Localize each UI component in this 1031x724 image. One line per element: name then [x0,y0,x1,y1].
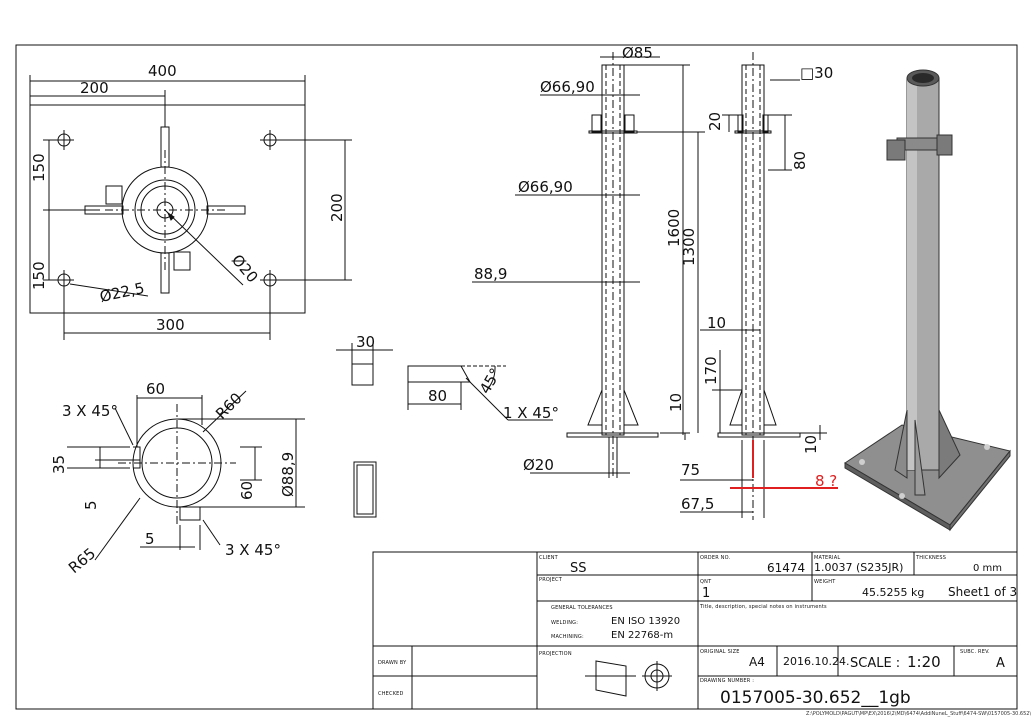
dim-section-chamfer-top: 3 X 45° [62,402,118,420]
tb-machining-value: EN 22768-m [611,630,673,641]
gusset-detail [336,343,553,518]
tb-thickness-label: THICKNESS [915,555,946,561]
tb-subc-rev-value: A [996,656,1005,671]
dim-side-10-left: 10 [667,393,685,412]
tb-checked-label: CHECKED [378,691,404,697]
dim-section-60: 60 [146,380,165,398]
dim-front-85: Ø85 [622,44,653,62]
dim-section-r60: R60 [212,389,246,423]
dim-front-889: 88,9 [474,265,507,283]
dim-front-6690-b: Ø66,90 [518,178,573,196]
dim-side-20: 20 [706,112,724,131]
side-view [680,52,827,520]
tb-order-label: ORDER NO. [700,555,731,561]
dim-300: 300 [156,316,185,334]
dim-side-75: 75 [681,461,700,479]
dim-400: 400 [148,62,177,80]
tb-original-size-value: A4 [749,655,765,669]
tb-weight-label: WEIGHT [814,579,836,585]
tb-material-value: 1.0037 (S235JR) [814,561,903,574]
file-path: Z:\POLYMOLD\PAGUT\MP\EX\2016\2\MD\6474\A… [806,711,1031,717]
dim-section-chamfer-bottom: 3 X 45° [225,541,281,559]
dim-hole: Ø22,5 [98,279,146,306]
dim-side-10-top: 10 [707,314,726,332]
tb-subc-rev-label: SUBC. REV. [960,649,990,655]
tb-welding-value: EN ISO 13920 [611,616,680,627]
dim-section-5-left: 5 [82,500,100,510]
tb-project-label: PROJECT [539,577,563,583]
isometric-view [844,69,1011,532]
dim-side-10-right: 10 [802,435,820,454]
sheet-border [15,44,1018,710]
tb-general-tol-label: GENERAL TOLERANCES [551,605,613,611]
dim-front-1300: 1300 [680,228,698,266]
tb-date-value: 2016.10.24. [783,655,849,668]
dim-section-5-bottom: 5 [145,530,155,548]
tb-sheet-value: Sheet1 of 3 [948,585,1017,599]
dim-section-35: 35 [50,455,68,474]
dim-150-b: 150 [30,261,48,290]
dim-front-20: Ø20 [523,456,554,474]
tb-drawing-number-value: 0157005-30.652__1gb [720,688,911,708]
dim-side-8: 8 ? [815,472,837,490]
dim-gusset-chamfer: 1 X 45° [503,404,559,422]
front-view [472,52,705,478]
dim-side-80: 80 [791,151,809,170]
tb-thickness-value: 0 mm [973,563,1002,574]
tb-qty-value: 1 [702,586,710,601]
top-view [29,75,352,340]
title-block [372,551,1018,710]
tb-scale-label: SCALE : [850,656,900,671]
tb-scale-value: 1:20 [907,653,941,671]
dim-gusset-80: 80 [428,387,447,405]
dim-side-sq30: □30 [800,64,833,82]
dim-200-top: 200 [80,79,109,97]
tb-weight-value: 45.5255 kg [862,586,924,599]
dim-section-889: Ø88,9 [279,452,297,497]
dim-150-a: 150 [30,153,48,182]
base-plate-outline [29,104,306,314]
tb-machining-label: MACHINING: [551,634,584,640]
tb-projection-label: PROJECTION [539,651,572,657]
dim-front-1600: 1600 [665,209,683,247]
dim-gusset-30: 30 [356,333,375,351]
tb-material-label: MATERIAL [814,555,840,561]
dim-side-170: 170 [702,356,720,385]
tb-client-label: CLIENT [539,555,559,561]
tb-original-size-label: ORIGINAL SIZE [700,649,740,655]
hole-callout-red [730,440,838,489]
dim-front-6690-a: Ø66,90 [540,78,595,96]
dim-bore: Ø20 [228,251,262,286]
tb-client-value: SS [570,561,587,576]
dim-200-right: 200 [328,193,346,222]
tb-description-label: Title, description, special notes on ins… [699,604,827,610]
tb-qty-label: QNT [700,579,712,585]
tb-drawn-by-label: DRAWN BY [378,660,407,666]
section-view [67,390,305,561]
tb-order-value: 61474 [767,561,805,575]
dim-section-r65: R65 [65,544,99,577]
tb-drawing-number-label: DRAWING NUMBER : [700,678,754,684]
dim-section-60-right: 60 [238,481,256,500]
dim-side-675: 67,5 [681,495,714,513]
tb-welding-label: WELDING: [551,620,578,626]
